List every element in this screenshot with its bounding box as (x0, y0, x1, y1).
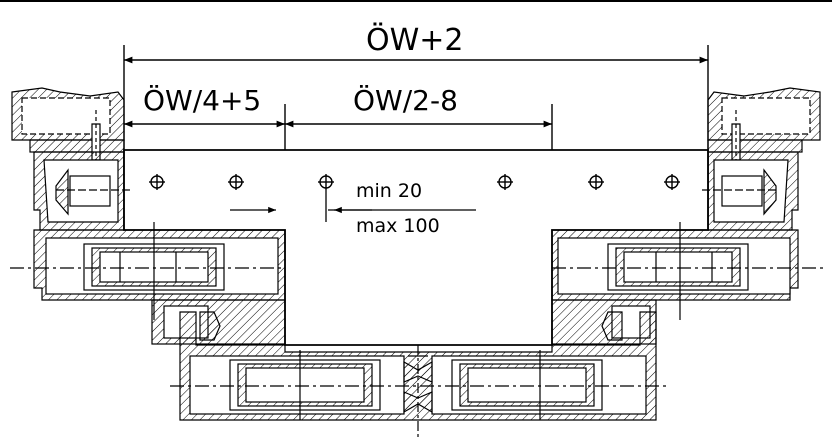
overlap-max-label: max 100 (356, 215, 440, 237)
screw-hole-icon (588, 174, 604, 190)
left-profile (10, 87, 286, 345)
screw-hole-icon (664, 174, 680, 190)
dimension-segments (123, 104, 553, 150)
overall-width-label: ÖW+2 (366, 22, 464, 58)
screw-hole-icon (149, 174, 165, 190)
bottom-profile (170, 311, 668, 438)
screw-holes (149, 174, 680, 190)
center-segment-label: ÖW/2-8 (353, 83, 458, 117)
overlap-dimension (230, 190, 476, 222)
screw-hole-icon (318, 174, 334, 190)
screw-hole-icon (228, 174, 244, 190)
overlap-min-label: min 20 (356, 180, 422, 202)
left-segment-label: ÖW/4+5 (143, 83, 261, 117)
screw-hole-icon (497, 174, 513, 190)
